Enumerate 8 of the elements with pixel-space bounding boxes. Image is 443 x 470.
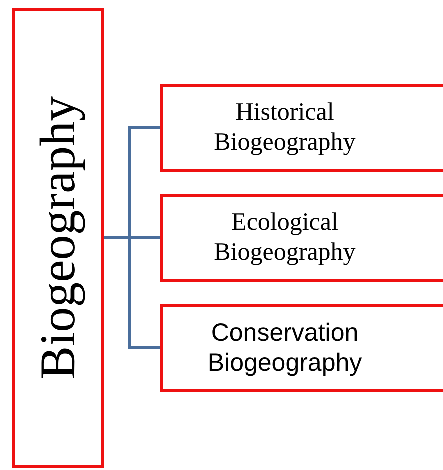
title-box <box>12 8 104 468</box>
box-label: Historical Biogeography <box>213 98 357 158</box>
category-box <box>160 194 443 282</box>
box-label: Conservation Biogeography <box>206 318 364 378</box>
category-box <box>160 304 443 392</box>
category-box <box>160 84 443 172</box>
box-label: Ecological Biogeography <box>213 208 357 268</box>
vertical-title: Biogeography <box>33 96 83 380</box>
